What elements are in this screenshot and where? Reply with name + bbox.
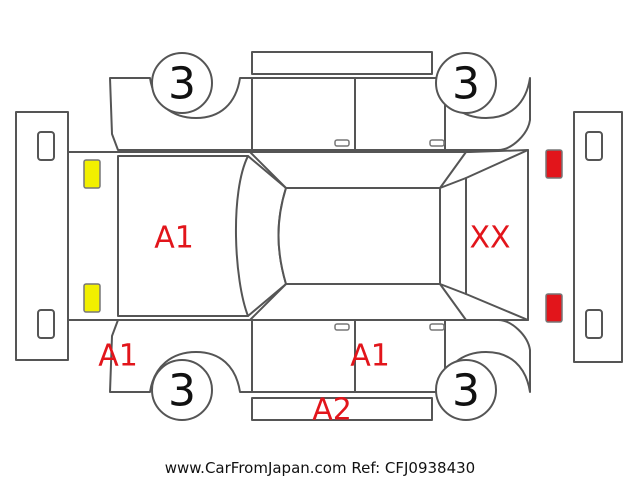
hood-panel — [117, 155, 249, 317]
rear-hatch-panel — [465, 149, 529, 321]
side-lower-damage-code: A1 — [350, 339, 390, 374]
front-corner-damage-code: A1 — [98, 339, 138, 374]
tire-front-left-grade: 3 — [168, 59, 196, 110]
front-bumper — [15, 111, 69, 361]
tire-front-left: 3 — [151, 52, 213, 114]
rear-hatch-damage-code: XX — [469, 221, 510, 256]
tire-rear-left-grade: 3 — [452, 59, 480, 110]
rear-light-marker-bottom — [545, 293, 563, 323]
rear-window — [439, 177, 467, 295]
front-light-marker-bottom — [83, 283, 101, 313]
tire-rear-right: 3 — [435, 359, 497, 421]
tire-rear-left: 3 — [435, 52, 497, 114]
hood-damage-code: A1 — [154, 221, 194, 256]
tire-front-right: 3 — [151, 359, 213, 421]
front-light-marker-top — [83, 159, 101, 189]
bottom-side-sill — [251, 397, 433, 421]
top-view-body — [67, 149, 529, 321]
tire-rear-right-grade: 3 — [452, 366, 480, 417]
rear-light-marker-top — [545, 149, 563, 179]
rear-bumper — [573, 111, 623, 363]
reference-footer: www.CarFromJapan.com Ref: CFJ0938430 — [165, 459, 475, 477]
roof-panel — [277, 187, 441, 285]
side-sill-damage-code: A2 — [312, 393, 352, 428]
tire-front-right-grade: 3 — [168, 366, 196, 417]
top-roof-rail — [251, 51, 433, 75]
